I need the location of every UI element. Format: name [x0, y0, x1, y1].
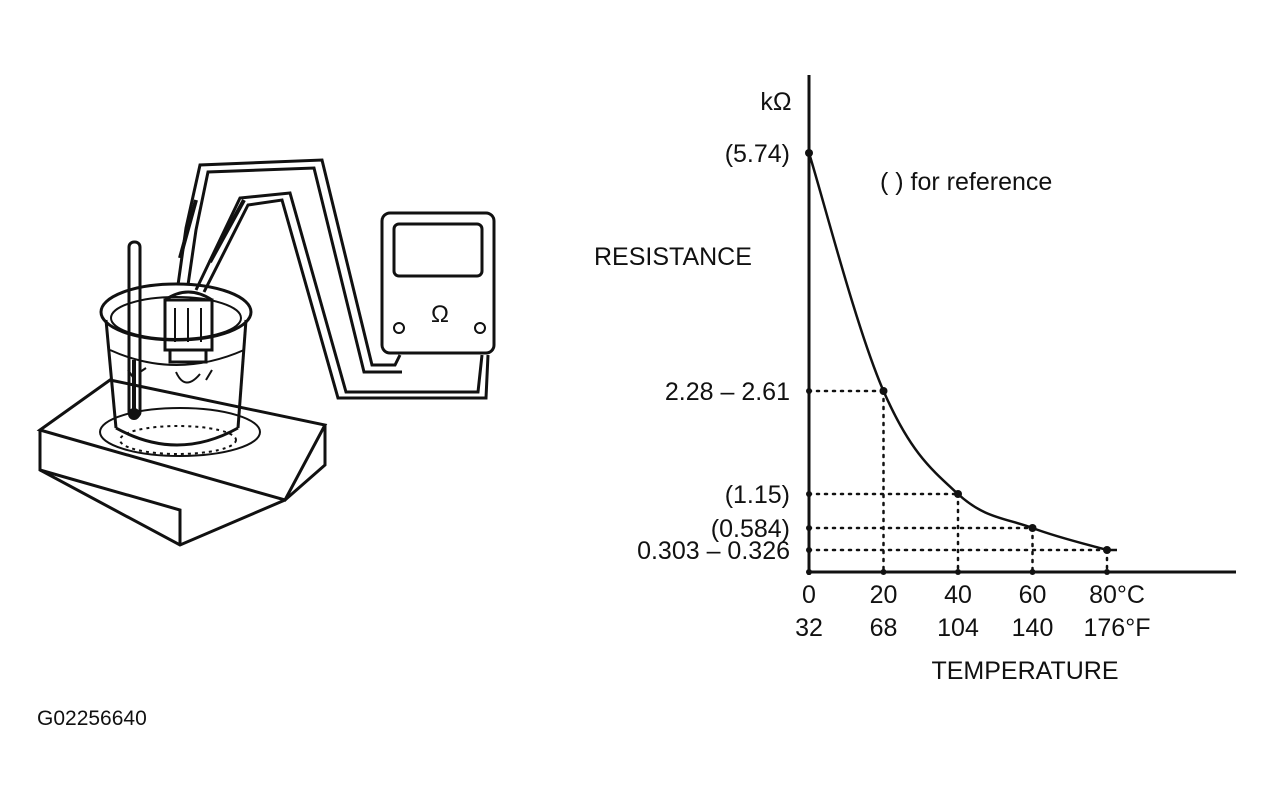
y-tick-label: 0.303 – 0.326	[637, 537, 790, 565]
x-axis-title: TEMPERATURE	[931, 657, 1118, 685]
temperature-sensor	[163, 290, 214, 364]
data-points	[805, 149, 1111, 575]
x-tick-label-celsius: 80°C	[1089, 581, 1145, 609]
y-axis-tick-dot	[806, 547, 812, 553]
y-axis-tick-dot	[806, 150, 812, 156]
y-axis-tick-dot	[806, 388, 812, 394]
data-point	[1028, 524, 1037, 532]
x-tick-label-celsius: 40	[944, 581, 972, 609]
y-axis-tick-dot	[806, 491, 812, 497]
reference-note: ( ) for reference	[880, 168, 1052, 196]
x-axis-tick-dot	[955, 569, 961, 575]
sensor-test-setup-illustration: Ω	[36, 158, 496, 547]
x-tick-label-fahrenheit: 32	[795, 614, 823, 642]
hot-plate	[36, 378, 328, 547]
reference-guide-lines	[807, 389, 1109, 574]
data-point	[954, 490, 962, 498]
x-axis-tick-dot	[806, 569, 812, 575]
x-tick-label-celsius: 60	[1019, 581, 1047, 609]
x-axis-tick-dot	[1029, 569, 1036, 575]
y-tick-label: (0.584)	[711, 515, 790, 543]
thermometer	[127, 240, 142, 420]
x-tick-label-celsius: 0	[802, 581, 816, 609]
y-axis-tick-dot	[806, 525, 812, 531]
ohm-symbol: Ω	[431, 301, 449, 328]
unit-label: kΩ	[760, 88, 791, 116]
x-axis-tick-dot	[1104, 569, 1110, 575]
figure-code: G02256640	[37, 707, 147, 730]
x-tick-label-fahrenheit: 104	[937, 614, 979, 642]
y-tick-labels: (5.74) 2.28 – 2.61 (1.15) (0.584)0.303 – 0.…	[637, 140, 790, 565]
x-axis-tick-dot	[880, 569, 887, 575]
data-point	[1103, 546, 1111, 554]
y-tick-label: (5.74)	[725, 140, 790, 168]
y-axis-title: RESISTANCE	[594, 243, 752, 271]
y-tick-label: (1.15)	[725, 481, 790, 509]
resistance-curve	[807, 152, 1117, 552]
x-tick-label-celsius: 20	[870, 581, 898, 609]
x-tick-label-fahrenheit: 68	[870, 614, 898, 642]
resistance-temperature-chart: (5.74) 2.28 – 2.61 (1.15) (0.584)0.303 – 0.…	[594, 75, 1236, 685]
meter-lead-wires	[176, 158, 490, 400]
y-tick-label: 2.28 – 2.61	[665, 378, 790, 406]
ohmmeter: Ω	[380, 211, 496, 355]
data-point	[879, 387, 888, 395]
x-tick-labels-fahrenheit: 32 68 104 140 176°F	[795, 614, 1150, 642]
x-tick-label-fahrenheit: 176°F	[1084, 614, 1151, 642]
x-tick-labels-celsius: 0 20 40 60 80°C	[802, 581, 1145, 609]
x-tick-label-fahrenheit: 140	[1012, 614, 1054, 642]
